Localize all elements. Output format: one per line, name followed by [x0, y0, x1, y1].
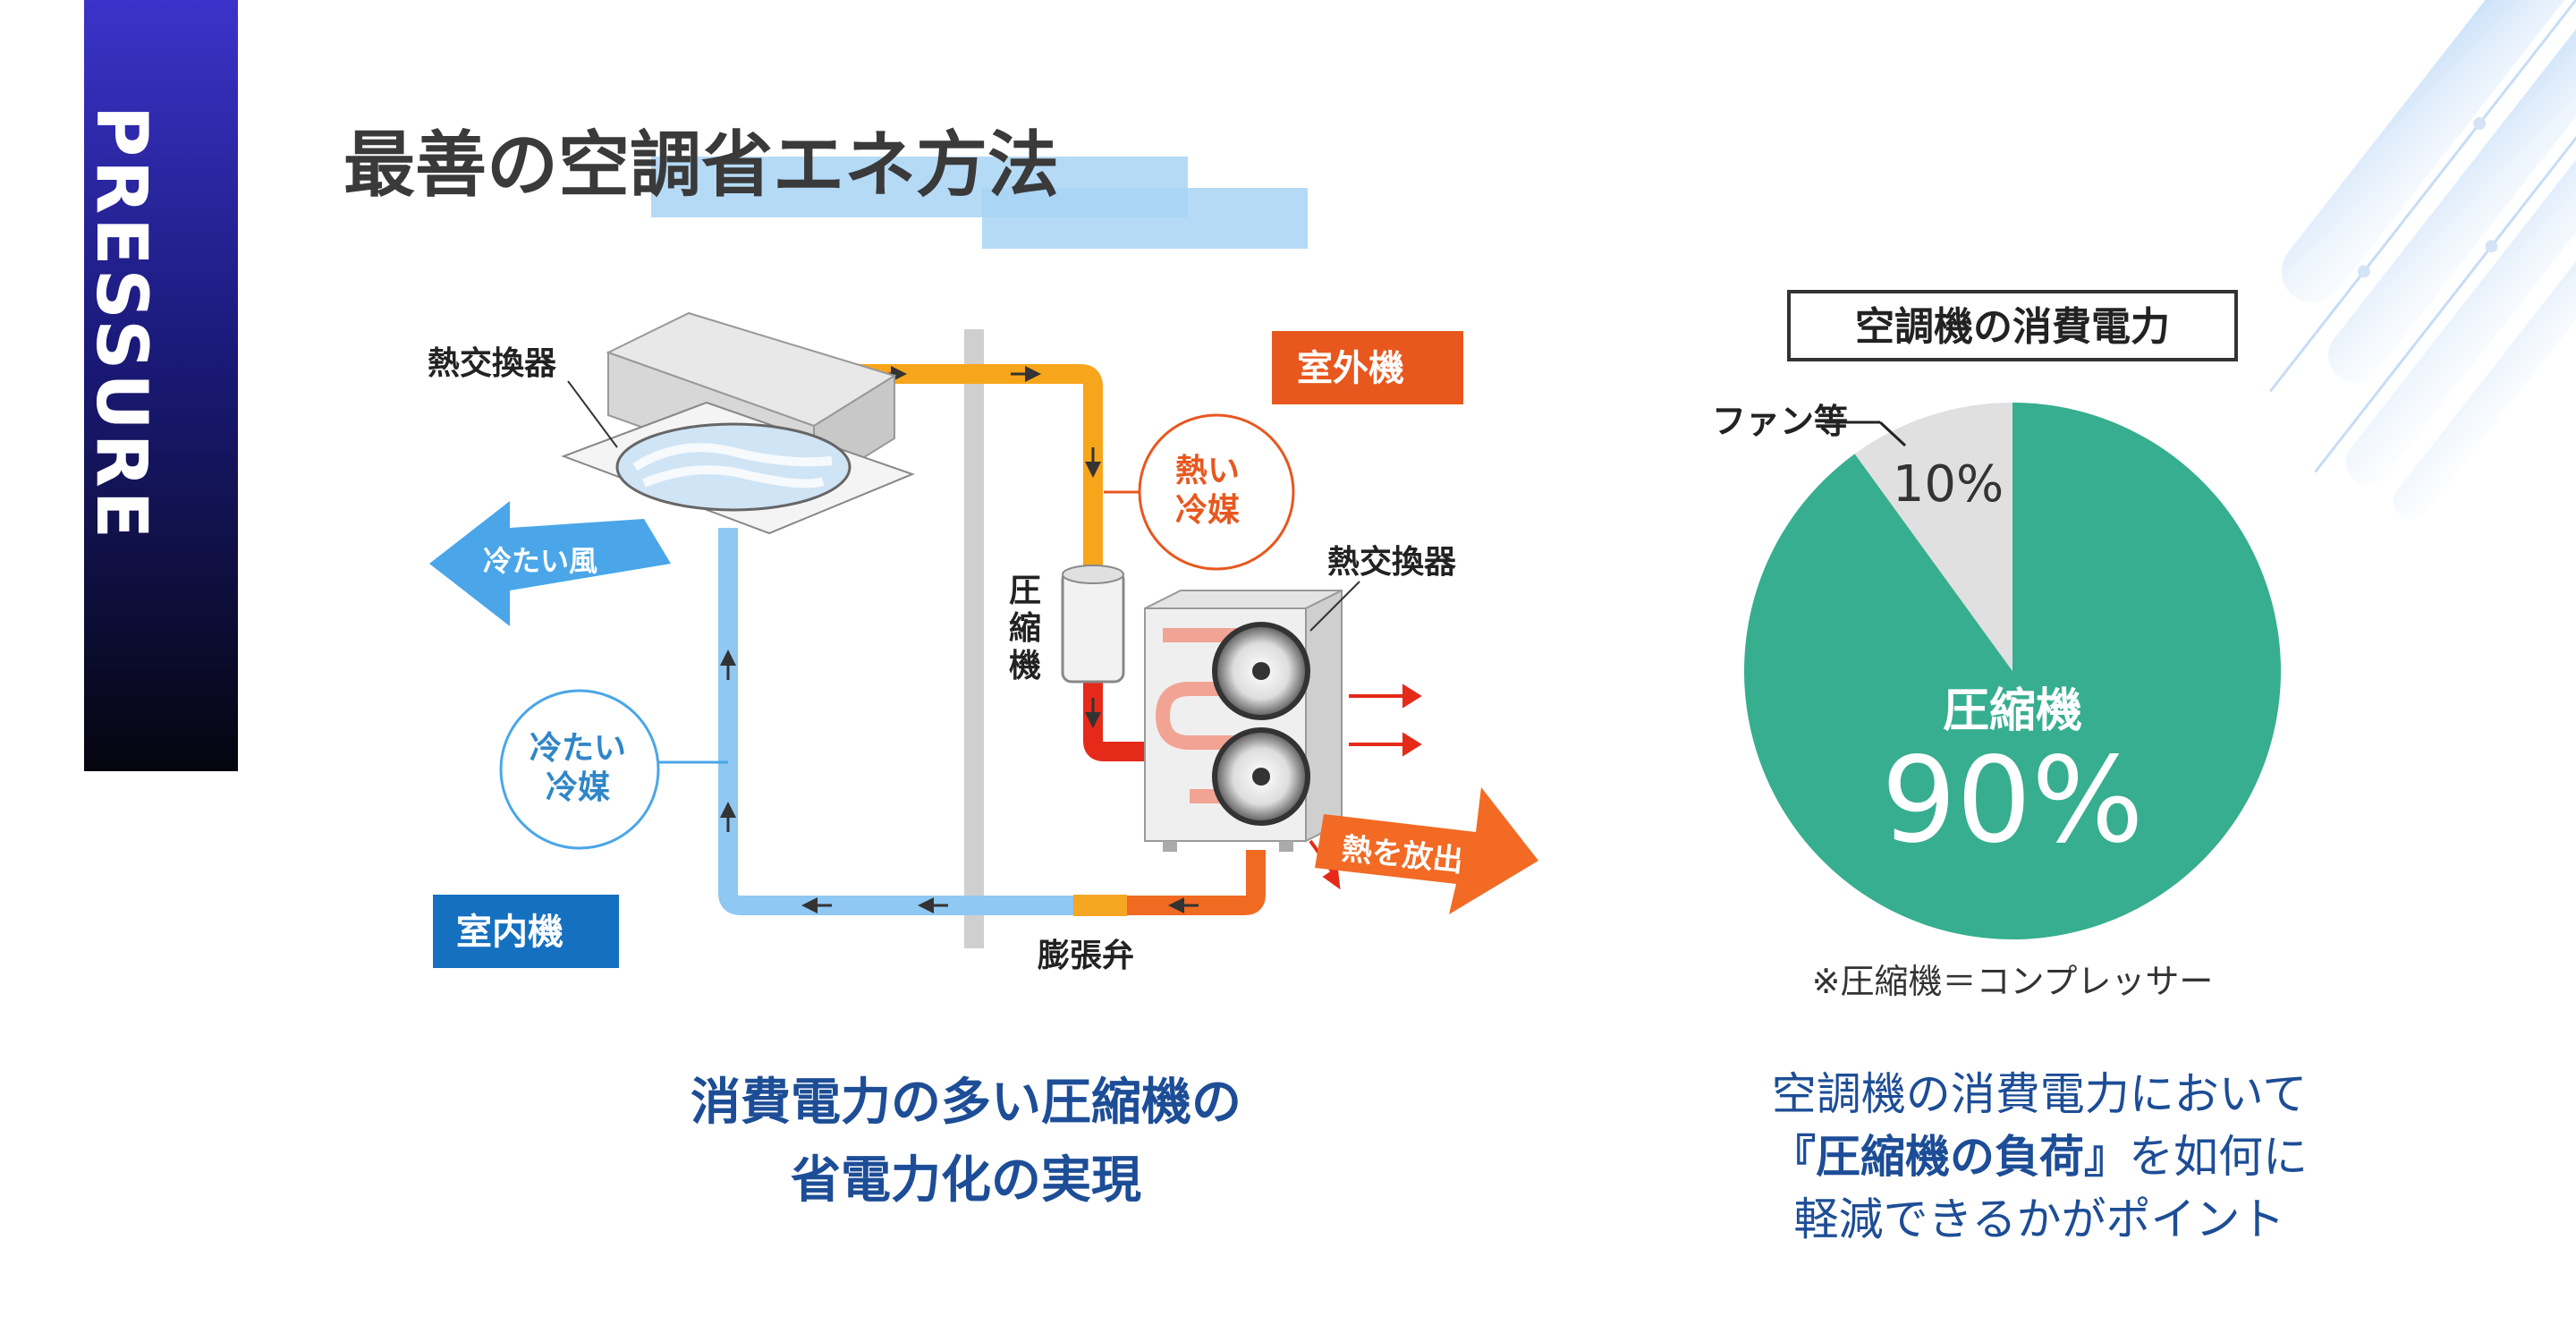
slice-label-compressor: 圧縮機: [1943, 684, 2082, 738]
slice-label-leader: [1878, 420, 1907, 447]
chart-title-box: [1787, 290, 2238, 361]
caption-right-line-1: 空調機の消費電力において: [1771, 1068, 2308, 1120]
chart-footnote: ※圧縮機＝コンプレッサー: [1812, 962, 2214, 1001]
hot-refrigerant-label-1: 熱い: [1175, 453, 1240, 489]
caption-right-bracket-close: 』: [2084, 1131, 2129, 1183]
title-highlight-bar: [982, 188, 1308, 249]
expansion-valve-label: 膨張弁: [1038, 938, 1134, 974]
outdoor-unit-label: 室外機: [1297, 348, 1404, 389]
caption-right-line-3: 軽減できるかがポイント: [1793, 1193, 2285, 1245]
hot-pipe: [760, 364, 1103, 573]
compressor-label-3: 機: [1009, 648, 1041, 684]
return-pipe: [1127, 850, 1266, 915]
outdoor-heat-exchanger-label: 熱交換器: [1327, 543, 1457, 581]
expansion-valve-shape: [1073, 895, 1127, 916]
cold-wind-arrow: [429, 501, 671, 626]
outdoor-unit-label-box: [1272, 331, 1463, 404]
compressor-label-1: 圧: [1009, 573, 1041, 609]
caption-right-rest: を如何に: [2129, 1131, 2308, 1183]
power-consumption-pie-chart: 空調機の消費電力 圧縮機 90% 10% ファン等 ※圧縮機＝コンプレッサー: [1646, 286, 2379, 1020]
indoor-unit-cassette: [561, 311, 915, 535]
flow-arrows: [720, 366, 1199, 913]
hot-refrigerant-label-2: 冷媒: [1175, 492, 1241, 529]
slice-value-fan: 10%: [1893, 455, 2004, 514]
caption-left-line-1: 消費電力の多い圧縮機の: [691, 1074, 1241, 1132]
compressor-shape: [1061, 569, 1125, 684]
hot-refrigerant-bubble: [1104, 413, 1295, 571]
chart-title: 空調機の消費電力: [1855, 304, 2170, 350]
hot-pipe-compressed: [1083, 671, 1145, 761]
caption-right-line-2: 『圧縮機の負荷』を如何に: [1699, 1125, 2379, 1188]
pie-slice-1: [1854, 403, 2012, 671]
decorative-circuit-graphic: [2200, 0, 2576, 626]
slice-value-compressor: 90%: [1881, 732, 2143, 870]
aircon-cycle-diagram: 冷たい風 熱交換器 冷たい 冷媒 室内機 室外機 熱い 冷媒 圧 縮 機: [411, 268, 1556, 1002]
page-title: 最善の空調省エネ方法: [343, 123, 1059, 207]
wall: [964, 329, 984, 948]
cold-refrigerant-bubble: [499, 689, 728, 850]
cold-wind-label: 冷たい風: [483, 544, 597, 578]
caption-right-bold: 圧縮機の負荷: [1816, 1131, 2084, 1183]
indoor-unit-label: 室内機: [456, 912, 564, 953]
cold-refrigerant-label-2: 冷媒: [546, 769, 611, 806]
indoor-heat-exchanger-label: 熱交換器: [428, 344, 557, 382]
cold-pipe: [718, 528, 1073, 915]
caption-left: 消費電力の多い圧縮機の 省電力化の実現: [519, 1065, 1413, 1220]
compressor-label-2: 縮: [1009, 610, 1041, 647]
indoor-unit-label-box: [433, 895, 619, 968]
caption-left-line-2: 省電力化の実現: [791, 1151, 1141, 1210]
heat-release-arrow: [1315, 787, 1538, 914]
side-tab: [84, 0, 238, 771]
side-tab-label: PRESSURE: [80, 106, 161, 543]
caption-right-bracket-open: 『: [1771, 1131, 1816, 1183]
cold-refrigerant-label-1: 冷たい: [530, 730, 626, 767]
caption-right: 空調機の消費電力において 『圧縮機の負荷』を如何に 軽減できるかがポイント: [1699, 1063, 2379, 1251]
